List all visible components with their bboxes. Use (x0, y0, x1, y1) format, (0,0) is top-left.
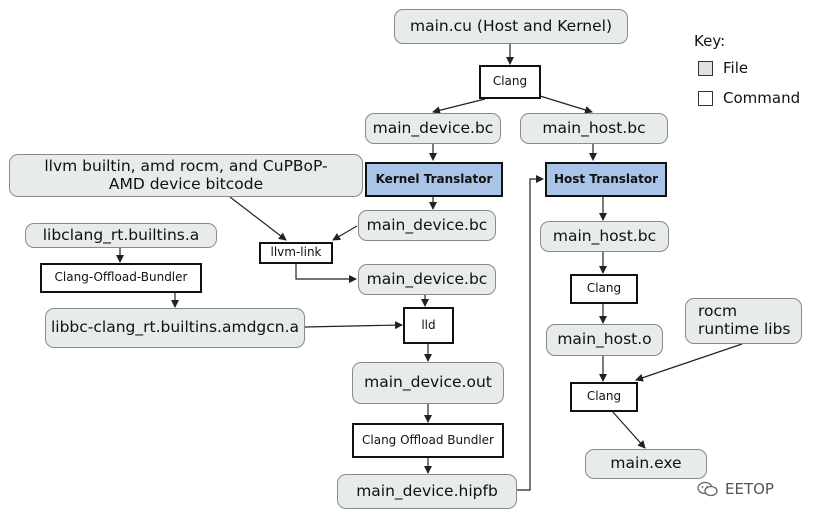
file-main-device-hipfb: main_device.hipfb (337, 474, 517, 509)
file-main-cu: main.cu (Host and Kernel) (394, 9, 628, 44)
file-swatch (698, 60, 713, 76)
arrow-device-bc-to-llvm-link (332, 225, 358, 241)
wechat-icon (697, 481, 718, 497)
file-main-host-bc-2: main_host.bc (540, 221, 669, 252)
key-item-command: Command (698, 89, 800, 107)
command-llvm-link: llvm-link (259, 242, 333, 264)
command-host-translator: Host Translator (545, 162, 667, 197)
arrow-llvm-link-to-device-bc (295, 263, 357, 283)
file-libbc: libbc-clang_rt.builtins.amdgcn.a (45, 308, 305, 348)
command-clang-top: Clang (479, 65, 541, 99)
file-rocm-libs: rocm runtime libs (685, 298, 802, 344)
file-main-device-out: main_device.out (352, 362, 504, 404)
file-main-device-bc-3: main_device.bc (358, 264, 496, 295)
arrow-bitcode-to-llvm-link (229, 196, 287, 241)
arrow-clang-to-main-exe (611, 410, 646, 449)
file-main-device-bc-1: main_device.bc (365, 113, 501, 144)
command-swatch (698, 90, 713, 106)
watermark: EETOP (697, 480, 774, 498)
file-libclang-rt: libclang_rt.builtins.a (25, 223, 217, 248)
arrow-clang-to-host-bc (539, 95, 593, 114)
file-main-host-o: main_host.o (546, 324, 663, 356)
file-main-host-bc-1: main_host.bc (520, 113, 668, 144)
key-command-label: Command (723, 89, 801, 107)
watermark-text: EETOP (725, 480, 774, 498)
command-clang-offload-bundler-2: Clang Offload Bundler (352, 423, 504, 458)
arrow-rocm-to-clang (635, 343, 743, 382)
command-clang-mid: Clang (570, 274, 638, 304)
file-main-exe: main.exe (585, 449, 707, 479)
command-lld: lld (403, 307, 454, 344)
arrow-hipfb-to-host-translator (517, 175, 544, 491)
file-bitcode-libs: llvm builtin, amd rocm, and CuPBoP-AMD d… (9, 154, 363, 197)
command-kernel-translator: Kernel Translator (365, 162, 503, 197)
key-title: Key: (694, 32, 726, 50)
file-main-device-bc-2: main_device.bc (358, 210, 496, 241)
command-clang-offload-bundler-1: Clang-Offload-Bundler (40, 263, 202, 293)
command-clang-bottom: Clang (570, 382, 638, 412)
key-item-file: File (698, 59, 748, 77)
arrow-libbc-to-lld (304, 321, 403, 330)
key-file-label: File (723, 59, 749, 77)
arrow-clang-to-device-bc (432, 98, 486, 115)
